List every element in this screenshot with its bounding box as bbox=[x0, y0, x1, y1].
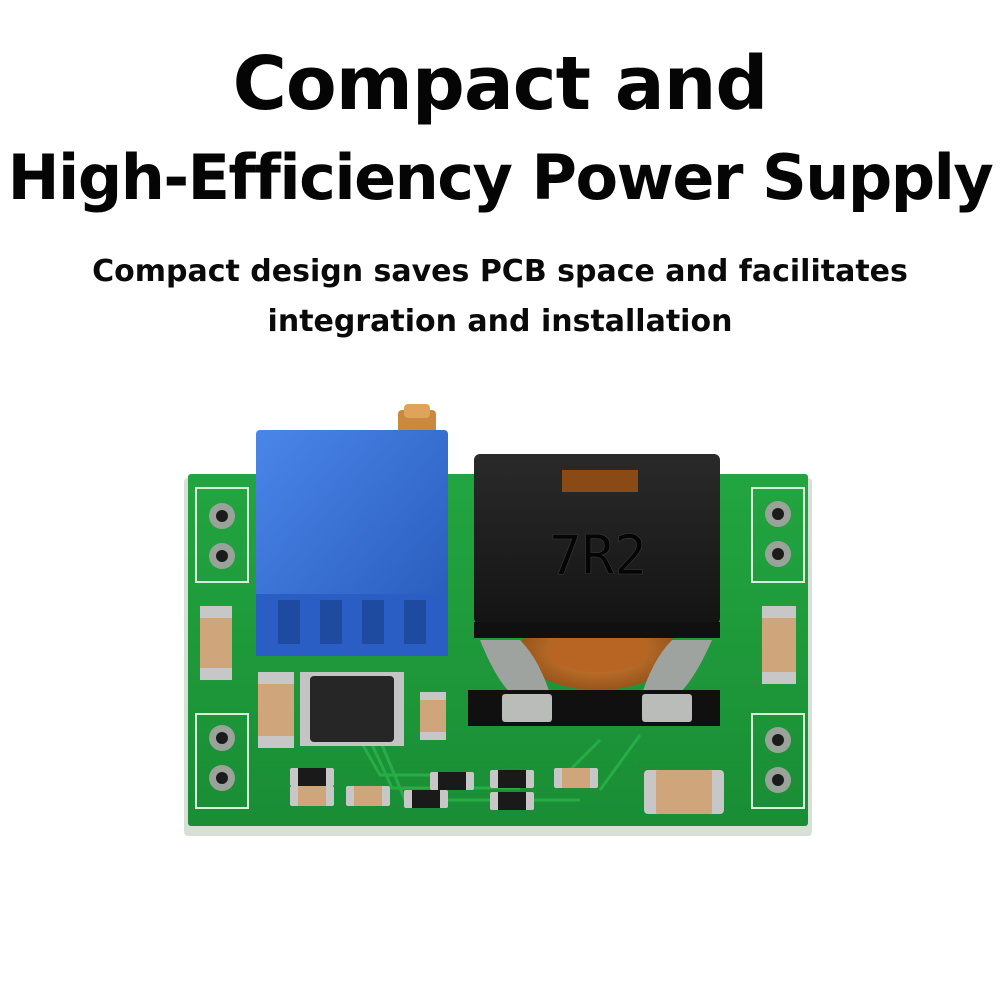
pad-group-left-top bbox=[195, 487, 249, 583]
subtitle-line-2: integration and installation bbox=[267, 304, 733, 339]
pad-group-right-top bbox=[751, 487, 805, 583]
headline-line-1: Compact and bbox=[232, 41, 769, 127]
ic-chip bbox=[300, 672, 404, 746]
trimmer-potentiometer bbox=[256, 404, 448, 656]
power-inductor: 7R2 bbox=[468, 454, 720, 726]
pad-group-right-bottom bbox=[751, 713, 805, 809]
inductor-marking: 7R2 bbox=[549, 524, 647, 587]
smd-resistors bbox=[290, 768, 534, 810]
smd-capacitors bbox=[200, 606, 796, 814]
pad-group-left-bottom bbox=[195, 713, 249, 809]
headline-line-2: High-Efficiency Power Supply bbox=[7, 141, 994, 214]
subtitle-line-1: Compact design saves PCB space and facil… bbox=[92, 254, 908, 289]
